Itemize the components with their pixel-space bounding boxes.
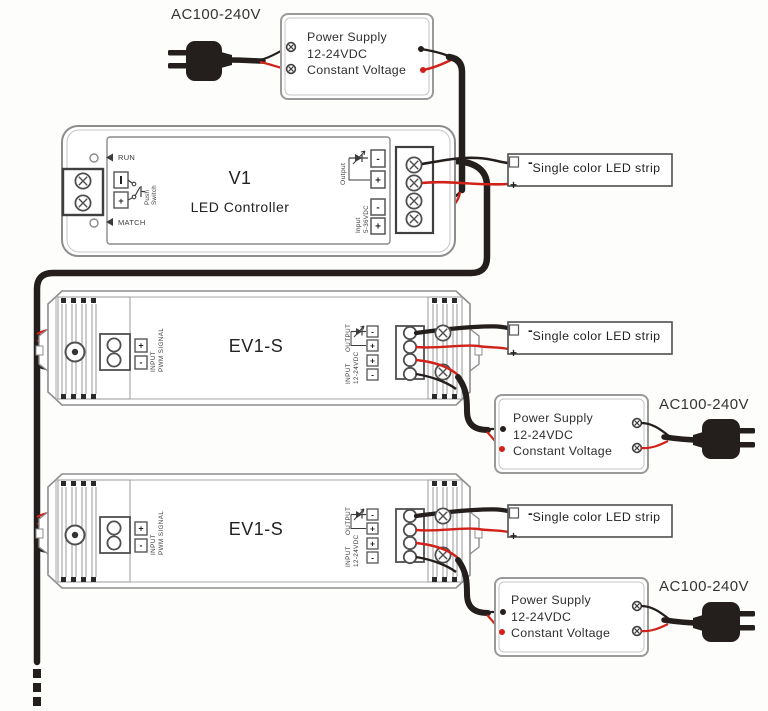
screw-hole [89, 218, 99, 228]
top-ac-plug [168, 41, 288, 81]
v1-power-cable [445, 53, 466, 194]
match-indicator-arrow-icon [106, 218, 113, 226]
v1-in-plus: + [375, 222, 381, 233]
v1-led-controller: + Push Switch - + - + Output Input 5-36V… [61, 125, 456, 257]
ev1s-2-model-label: EV1-S [228, 519, 284, 539]
ac-voltage-label-top: AC100-240V [171, 6, 261, 23]
v1-strip-wire-black [421, 156, 509, 166]
cable-continuation-dashes [33, 669, 41, 706]
v1-strip-wire-red [421, 180, 509, 186]
push-switch-symbol: + [113, 171, 145, 209]
led-strip-2-label: Single color LED strip [532, 329, 661, 343]
ac-voltage-label-bottom: AC100-240V [659, 578, 749, 595]
psu-line1: Power Supply [307, 30, 388, 44]
v1-model-label: V1 [228, 168, 252, 188]
push-label: Push [144, 189, 151, 205]
led-strip-1-label: Single color LED strip [532, 161, 661, 175]
psu-line3: Constant Voltage [511, 626, 611, 640]
v1-in-minus: - [376, 203, 379, 214]
psu-line1: Power Supply [513, 411, 594, 425]
v1-input-range: 5-36VDC [363, 205, 370, 233]
push-plus: + [118, 196, 123, 206]
switch-label: Switch [151, 185, 158, 205]
psu-line1: Power Supply [511, 593, 592, 607]
screw-hole [89, 153, 99, 163]
v1-name-label: LED Controller [190, 199, 290, 215]
ac-voltage-label-mid: AC100-240V [659, 396, 749, 413]
v1-output-label: Output [340, 163, 347, 185]
power-supply-1 [280, 13, 434, 100]
output-symbol [348, 150, 370, 181]
main-signal-cable [33, 157, 491, 666]
run-indicator-arrow-icon [106, 153, 113, 162]
power-supply-1-text: Power Supply 12-24VDC Constant Voltage [307, 29, 406, 79]
v1-out-plus: + [375, 176, 381, 187]
led-strip-3-label: Single color LED strip [532, 510, 661, 524]
psu-line3: Constant Voltage [513, 444, 613, 458]
psu-line2: 12-24VDC [511, 609, 572, 624]
power-supply-3-text: Power Supply 12-24VDC Constant Voltage [511, 592, 610, 642]
v1-run-label: RUN [118, 153, 136, 162]
v1-match-label: MATCH [118, 218, 146, 227]
ev1s-1-model-label: EV1-S [228, 336, 284, 356]
psu-line2: 12-24VDC [513, 427, 574, 442]
power-supply-2-text: Power Supply 12-24VDC Constant Voltage [513, 410, 612, 460]
psu-line2: 12-24VDC [307, 46, 368, 61]
psu-line3: Constant Voltage [307, 63, 407, 77]
v1-input-label: Input [355, 217, 362, 233]
v1-out-minus: - [376, 154, 379, 165]
